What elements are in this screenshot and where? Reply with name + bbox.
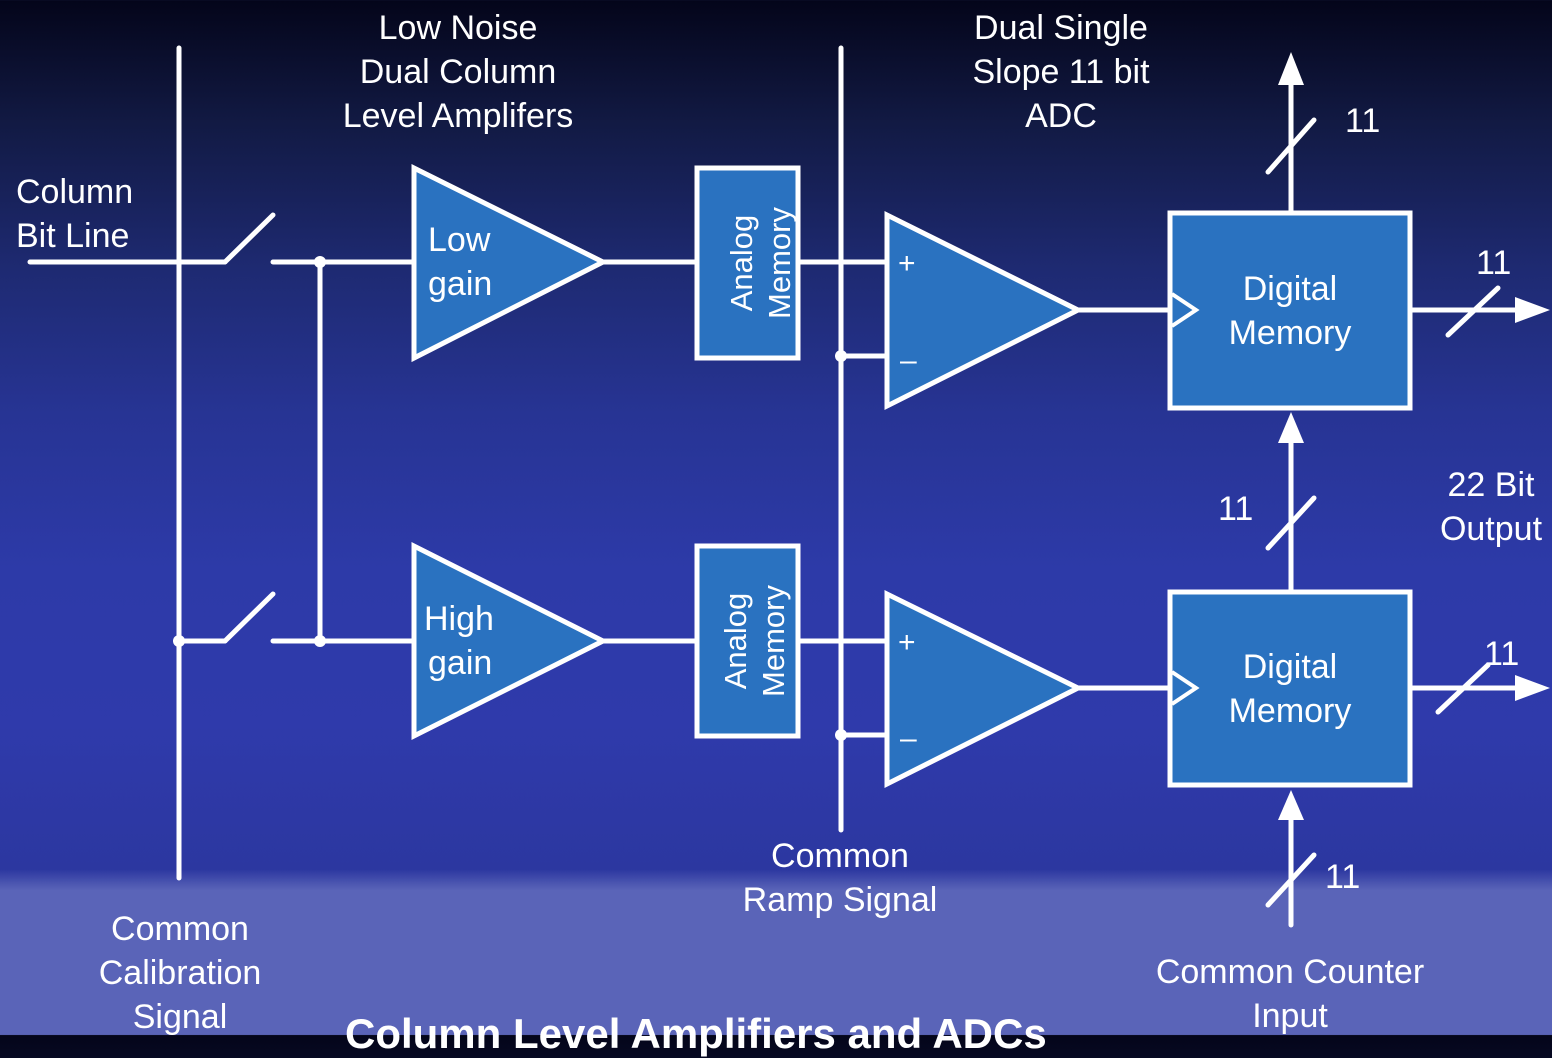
lna-label: Low Noise Dual Column Level Amplifers [342,9,574,135]
comparator-bottom [884,589,1084,789]
arrow-up-bottom [1278,790,1304,820]
bus-width-top: 11 [1345,102,1380,140]
low-gain-label-1: Low [428,221,491,259]
adc-label: Dual Single Slope 11 bit ADC [972,9,1150,135]
counter-label: Common Counter Input [1155,953,1425,1035]
analog-memory-bottom [694,543,801,739]
digital-memory-top-label-1: Digital [1243,270,1337,308]
digital-memory-bottom-label-1: Digital [1243,648,1337,686]
high-gain-label-2: gain [428,644,492,682]
analog-memory-top-label-1: Analog [724,215,759,312]
high-gain-label-1: High [424,600,494,638]
low-gain-amplifier [411,163,609,363]
comparator-top [884,210,1084,411]
bus-width-right-top: 11 [1476,244,1511,282]
plus-sign-top: + [898,247,916,280]
arrow-up-middle [1278,412,1304,443]
column-bit-line-label: Column Bit Line [16,173,134,255]
plus-sign-bottom: + [898,626,916,659]
high-gain-amplifier [411,541,609,741]
bus-width-bottom: 11 [1325,858,1360,896]
low-gain-label-2: gain [428,265,492,303]
diagram-title: Column Level Amplifiers and ADCs [345,1010,1047,1057]
digital-memory-bottom [1167,589,1413,788]
analog-memory-top-label-2: Memory [762,207,797,319]
arrow-right-top [1515,297,1550,323]
digital-memory-bottom-label-2: Memory [1229,692,1352,730]
bus-width-middle: 11 [1218,490,1253,528]
block-diagram: Low gain High gain Analog Memory Analog … [222,52,1550,896]
ramp-label: Common Ramp Signal [742,837,938,919]
digital-memory-top [1167,210,1413,411]
arrow-up-top [1278,52,1304,85]
arrow-right-bottom [1515,675,1550,701]
switch-bottom [222,591,276,644]
analog-memory-top [694,165,801,361]
digital-memory-top-label-2: Memory [1229,314,1352,352]
bus-width-right-bottom: 11 [1484,635,1519,673]
analog-memory-bottom-label-1: Analog [718,593,753,690]
calibration-label: Common Calibration Signal [98,910,262,1036]
switch-top [222,212,276,265]
minus-sign-bottom: – [900,722,917,755]
analog-memory-bottom-label-2: Memory [756,585,791,697]
minus-sign-top: – [900,344,917,377]
output-label: 22 Bit Output [1439,466,1543,548]
